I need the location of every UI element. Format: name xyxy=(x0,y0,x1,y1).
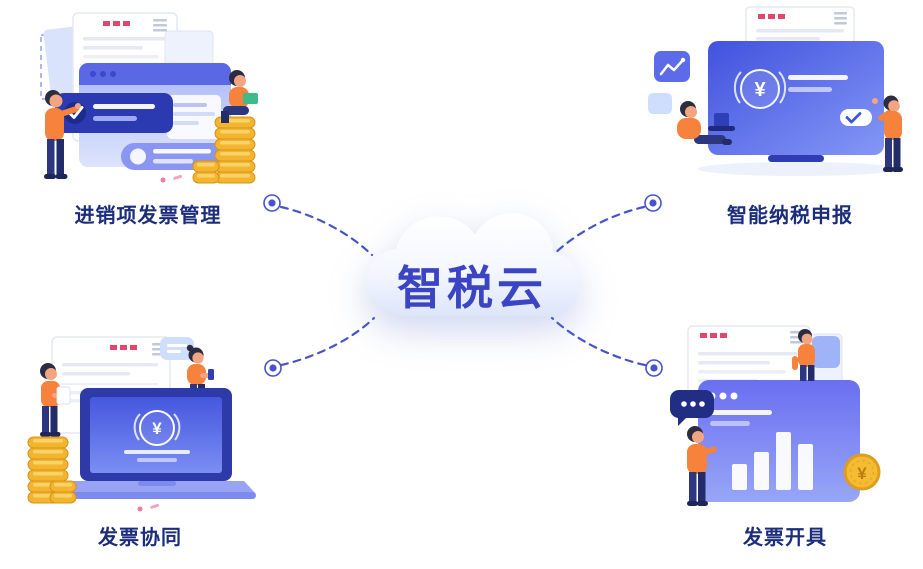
dashed-line-top-left xyxy=(279,205,374,257)
connector-node-bottom-right xyxy=(645,359,663,377)
laptop: ¥ xyxy=(56,388,256,499)
approved-check-pill xyxy=(840,109,872,126)
line-chart-icon xyxy=(654,51,690,82)
cloud-shape: 智税云 xyxy=(356,206,588,344)
deco-square xyxy=(648,93,672,114)
person-standing-on-coins xyxy=(40,363,71,437)
connector-node-top-right xyxy=(644,194,662,212)
bar-chart xyxy=(732,432,813,490)
illustration-invoice-issuance: ¥ xyxy=(666,320,896,510)
svg-text:¥: ¥ xyxy=(152,419,162,438)
coin-stack xyxy=(27,436,77,504)
illustration-invoice-collaboration: ¥ xyxy=(20,333,260,518)
yen-emblem: ¥ xyxy=(733,69,787,109)
cloud-icon xyxy=(366,213,580,317)
browser-window xyxy=(79,63,231,167)
speech-bubble xyxy=(160,337,194,360)
monitor-screen: ¥ xyxy=(708,41,884,155)
illustration-smart-tax-filing: ¥ xyxy=(648,3,908,183)
monitor-base xyxy=(768,155,824,162)
connector-node-bottom-left xyxy=(264,359,282,377)
person-standing xyxy=(44,90,81,179)
feature-label-smart-tax-filing: 智能纳税申报 xyxy=(727,205,853,227)
person-reaching-screen xyxy=(872,95,903,172)
person-with-laptop xyxy=(677,101,735,145)
connector-node-top-left xyxy=(263,194,281,212)
deco-tab xyxy=(812,336,840,368)
app-window-bar-chart xyxy=(698,380,860,502)
svg-text:¥: ¥ xyxy=(857,464,867,483)
diagram-title: 智税云 xyxy=(397,262,547,314)
feature-label-invoice-management: 进销项发票管理 xyxy=(74,205,222,227)
dashed-line-bottom-right xyxy=(550,316,647,367)
gold-coin-icon: ¥ xyxy=(843,453,881,491)
feature-label-invoice-issuance: 发票开具 xyxy=(743,527,827,549)
deco-pink-dots xyxy=(160,174,182,183)
chat-bubble-icon xyxy=(670,390,714,426)
floor-shadow xyxy=(698,162,898,176)
yen-emblem: ¥ xyxy=(133,410,181,446)
person-sitting-on-coins xyxy=(221,70,258,123)
deco-pink-dots xyxy=(137,503,159,512)
feature-label-invoice-collaboration: 发票协同 xyxy=(98,527,182,549)
dashed-line-bottom-left xyxy=(279,316,376,367)
svg-text:¥: ¥ xyxy=(754,79,766,101)
dashed-line-top-right xyxy=(551,205,646,257)
illustration-invoice-management xyxy=(15,5,265,190)
person-climbing-window xyxy=(792,329,815,381)
person-standing xyxy=(687,426,717,506)
checkmark-icon xyxy=(68,106,84,119)
